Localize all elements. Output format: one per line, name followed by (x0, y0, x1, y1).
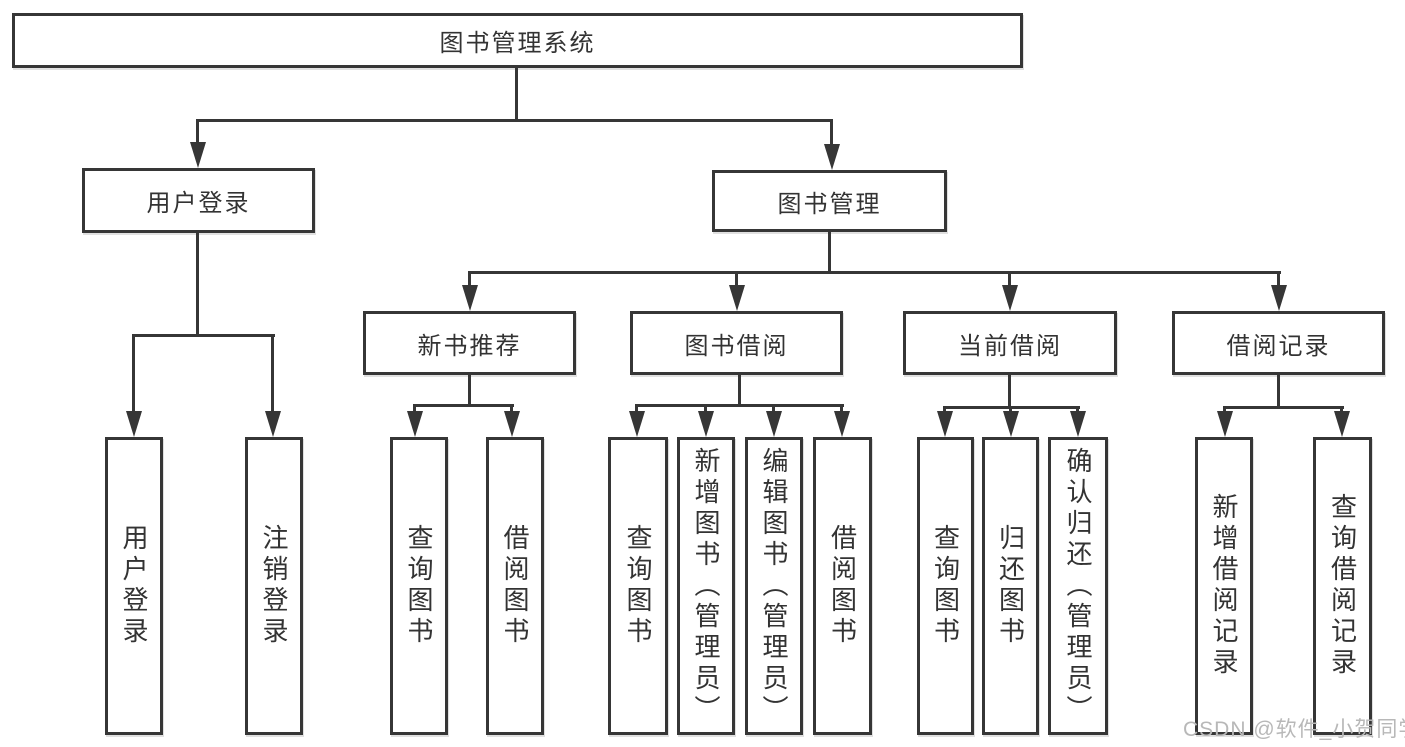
node-leaf-logout-label: 注销登录 (259, 524, 289, 648)
node-rec-borrow-book: 借阅图书 (486, 437, 544, 735)
arrow-to-bb-add (698, 411, 714, 437)
connector-userlogin-rail (132, 334, 275, 337)
arrow-to-new-book-rec (462, 285, 478, 311)
connector-newbook-rail (413, 404, 514, 407)
node-book-mgmt-label: 图书管理 (777, 190, 882, 218)
arrow-to-leaf-logout (265, 411, 281, 437)
arrow-to-book-borrow (729, 285, 745, 311)
connector-userlogin-arm-1 (132, 334, 135, 411)
connector-borrow-arm-2 (704, 404, 707, 411)
node-bb-add-book-label: 新增图书（管理员） (691, 446, 721, 726)
node-new-book-rec-label: 新书推荐 (417, 332, 522, 360)
arrow-to-br-query (1334, 411, 1350, 437)
connector-newbook-arm-1 (413, 404, 416, 411)
connector-bookmgmt-arm-3 (1008, 271, 1011, 285)
connector-record-stem (1277, 375, 1280, 409)
node-bb-borrow-book: 借阅图书 (813, 437, 872, 735)
node-leaf-logout: 注销登录 (245, 437, 303, 735)
node-current-borrow-label: 当前借阅 (958, 332, 1062, 360)
connector-borrow-arm-1 (635, 404, 638, 411)
node-book-mgmt: 图书管理 (712, 170, 947, 232)
connector-newbook-stem (468, 375, 471, 407)
node-borrow-record: 借阅记录 (1172, 311, 1385, 375)
node-root: 图书管理系统 (12, 13, 1023, 68)
node-bb-query-book: 查询图书 (608, 437, 668, 735)
connector-userlogin-stem (196, 233, 199, 337)
arrow-to-book-mgmt (824, 144, 840, 170)
node-cb-query-book: 查询图书 (917, 437, 974, 735)
watermark: CSDN @软件_小贺同学 (1183, 718, 1405, 741)
node-root-label: 图书管理系统 (439, 30, 596, 57)
connector-root-stem (515, 68, 518, 122)
node-cb-return-book: 归还图书 (982, 437, 1039, 735)
node-br-add-record-label: 新增借阅记录 (1209, 493, 1239, 679)
connector-borrow-stem (738, 375, 741, 407)
connector-bookmgmt-stem (828, 232, 831, 274)
connector-current-arm-3 (1076, 406, 1079, 411)
node-bb-edit-book-label: 编辑图书（管理员） (759, 446, 789, 726)
node-bb-query-book-label: 查询图书 (623, 524, 653, 648)
arrow-to-current-borrow (1002, 285, 1018, 311)
node-user-login-label: 用户登录 (146, 190, 251, 217)
node-borrow-record-label: 借阅记录 (1226, 332, 1331, 360)
connector-bookmgmt-rail (468, 271, 1281, 274)
connector-current-arm-2 (1009, 406, 1012, 411)
node-cb-confirm-return: 确认归还（管理员） (1048, 437, 1108, 735)
connector-userlogin-arm-2 (271, 334, 274, 411)
node-bb-add-book: 新增图书（管理员） (677, 437, 735, 735)
arrow-to-borrow-record (1271, 285, 1287, 311)
node-leaf-user-login-label: 用户登录 (119, 524, 149, 648)
node-rec-borrow-book-label: 借阅图书 (500, 524, 530, 648)
connector-record-arm-1 (1223, 406, 1226, 411)
node-book-borrow: 图书借阅 (630, 311, 843, 375)
connector-borrow-arm-3 (772, 404, 775, 411)
node-book-borrow-label: 图书借阅 (684, 332, 789, 360)
arrow-to-cb-query (937, 411, 953, 437)
arrow-to-br-add (1217, 411, 1233, 437)
connector-root-rail (196, 119, 833, 122)
node-rec-query-book-label: 查询图书 (404, 524, 434, 648)
connector-borrow-arm-4 (840, 404, 843, 411)
node-br-query-record-label: 查询借阅记录 (1327, 493, 1358, 679)
connector-bookmgmt-arm-1 (468, 271, 471, 285)
arrow-to-cb-return (1003, 411, 1019, 437)
connector-root-arm-left (196, 119, 199, 142)
node-br-add-record: 新增借阅记录 (1195, 437, 1253, 735)
arrow-to-rec-borrow (504, 411, 520, 437)
connector-bookmgmt-arm-4 (1277, 271, 1280, 285)
connector-record-arm-2 (1340, 406, 1343, 411)
arrow-to-bb-query (629, 411, 645, 437)
connector-bookmgmt-arm-2 (735, 271, 738, 285)
node-cb-query-book-label: 查询图书 (930, 524, 961, 648)
arrow-to-cb-confirm (1070, 411, 1086, 437)
node-leaf-user-login: 用户登录 (105, 437, 163, 735)
arrow-to-bb-borrow (834, 411, 850, 437)
node-br-query-record: 查询借阅记录 (1313, 437, 1372, 735)
arrow-to-bb-edit (766, 411, 782, 437)
arrow-to-leaf-user-login (126, 411, 142, 437)
arrow-to-rec-query (407, 411, 423, 437)
node-rec-query-book: 查询图书 (390, 437, 448, 735)
node-bb-borrow-book-label: 借阅图书 (827, 524, 858, 648)
node-user-login: 用户登录 (82, 168, 315, 233)
node-cb-confirm-return-label: 确认归还（管理员） (1063, 446, 1093, 726)
connector-current-arm-1 (943, 406, 946, 411)
node-cb-return-book-label: 归还图书 (995, 524, 1026, 648)
connector-current-stem (1008, 375, 1011, 409)
node-current-borrow: 当前借阅 (903, 311, 1117, 375)
node-bb-edit-book: 编辑图书（管理员） (745, 437, 803, 735)
connector-borrow-rail (635, 404, 844, 407)
node-new-book-rec: 新书推荐 (363, 311, 576, 375)
connector-root-arm-right (830, 119, 833, 144)
connector-record-rail (1223, 406, 1344, 409)
connector-newbook-arm-2 (510, 404, 513, 411)
arrow-to-user-login (190, 142, 206, 168)
